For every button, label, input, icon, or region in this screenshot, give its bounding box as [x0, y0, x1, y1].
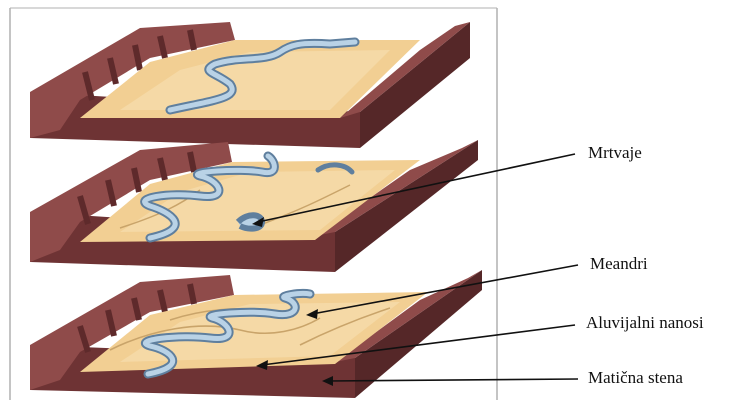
label-alluvial-deposits: Aluvijalni nanosi [586, 313, 704, 333]
label-meanders: Meandri [590, 254, 648, 274]
stage-1-block [30, 22, 470, 148]
label-oxbow-lakes: Mrtvaje [588, 143, 642, 163]
stage-2-block [30, 140, 478, 272]
stage-3-block [30, 270, 482, 398]
label-bedrock: Matična stena [588, 368, 683, 388]
